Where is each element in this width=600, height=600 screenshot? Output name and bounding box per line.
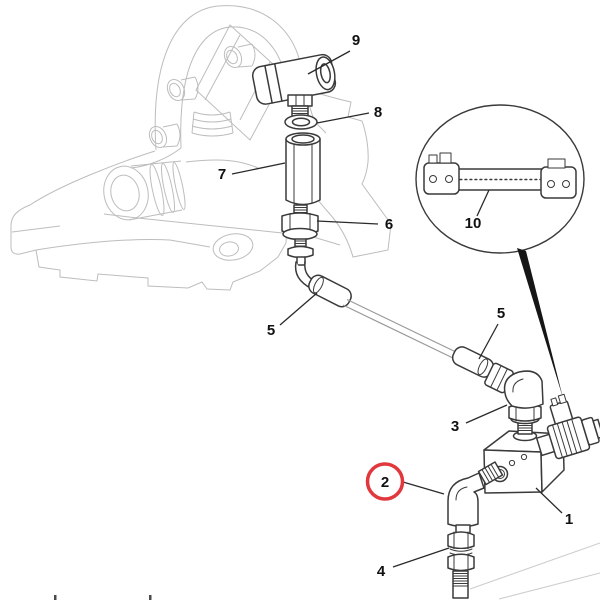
wiring-harness-part bbox=[423, 152, 577, 199]
bottom-edge-marks bbox=[54, 595, 152, 600]
callout-10: 10 bbox=[465, 215, 482, 232]
tee-fitting-part bbox=[251, 53, 337, 119]
detail-view-circle bbox=[415, 104, 585, 398]
elbow-fitting-top-part bbox=[503, 370, 544, 442]
callout-1: 1 bbox=[565, 511, 573, 528]
callout-labels: 9 8 7 6 5 5 3 2 1 4 10 bbox=[218, 32, 573, 580]
callout-9: 9 bbox=[352, 32, 360, 49]
frame-pivot-boss bbox=[103, 160, 186, 221]
elbow-fitting-inlet-part bbox=[447, 461, 504, 534]
highlight-circle-part-2 bbox=[365, 462, 405, 501]
union-coupling-part bbox=[447, 531, 475, 599]
hose-assembly-part bbox=[294, 261, 522, 398]
callout-5-lower: 5 bbox=[497, 305, 505, 322]
harness-connector-right bbox=[540, 166, 577, 199]
bulkhead-nut-part bbox=[281, 204, 319, 266]
callout-6: 6 bbox=[385, 216, 393, 233]
machine-frame-outline bbox=[10, 5, 600, 600]
detail-pointer-wedge bbox=[517, 248, 563, 398]
sealing-washer-part bbox=[284, 114, 318, 130]
solenoid-part bbox=[535, 393, 600, 460]
frame-fitting-1 bbox=[223, 43, 256, 69]
frame-fitting-2 bbox=[166, 76, 199, 102]
callout-8: 8 bbox=[374, 104, 382, 121]
callout-5-upper: 5 bbox=[267, 322, 275, 339]
leader-lines bbox=[231, 50, 563, 568]
hex-standoff-part bbox=[285, 132, 321, 206]
callout-2: 2 bbox=[381, 474, 389, 491]
callout-7: 7 bbox=[218, 166, 226, 183]
callout-3: 3 bbox=[451, 418, 459, 435]
callout-4: 4 bbox=[377, 563, 386, 580]
frame-fitting-3 bbox=[148, 123, 181, 149]
